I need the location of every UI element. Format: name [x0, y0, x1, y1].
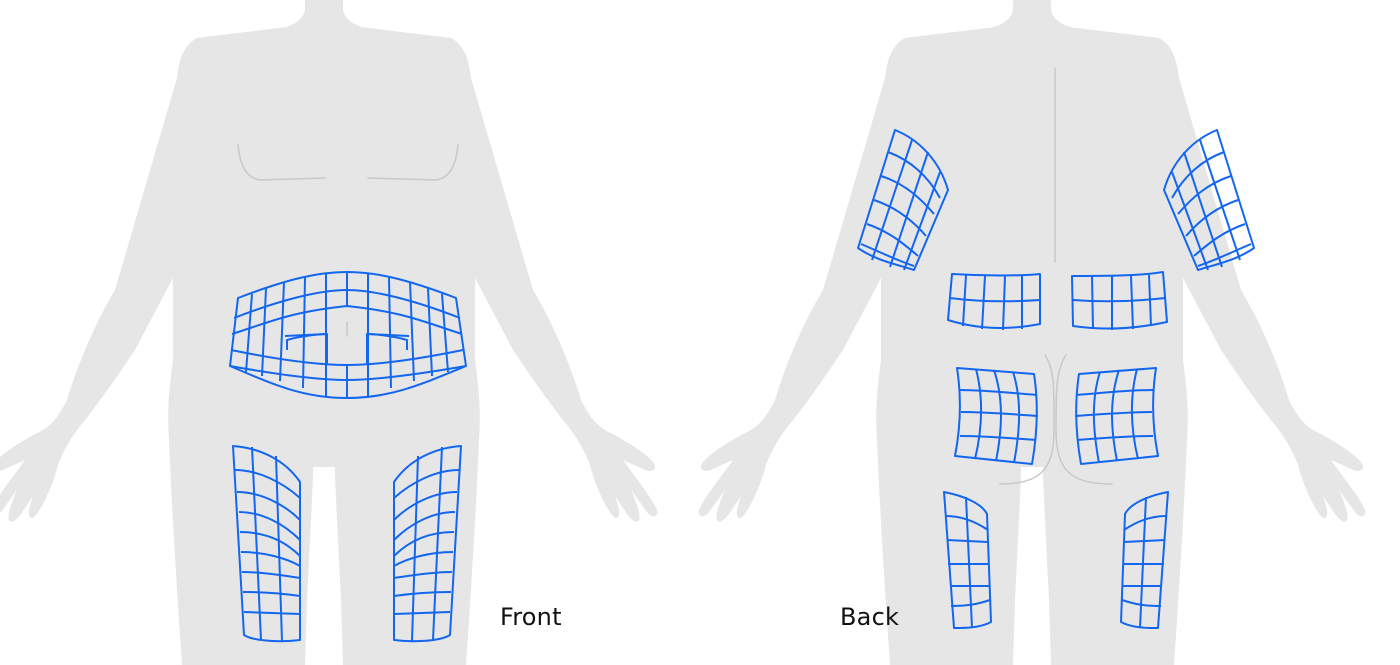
- left-thigh-back-zone[interactable]: [943, 491, 992, 629]
- right-lower-back-zone[interactable]: [1071, 271, 1168, 330]
- right-thigh-front-zone[interactable]: [232, 445, 301, 643]
- back-body-silhouette: [698, 0, 1366, 665]
- abdomen-zone[interactable]: [229, 271, 467, 399]
- back-view-label: Back: [840, 603, 900, 631]
- right-buttock-zone[interactable]: [1074, 367, 1159, 465]
- back-view: [698, 0, 1366, 665]
- front-view-label: Front: [500, 603, 562, 631]
- left-buttock-zone[interactable]: [954, 367, 1039, 465]
- left-thigh-front-zone[interactable]: [393, 445, 462, 643]
- gluteal-cleft-left: [999, 354, 1055, 485]
- front-body-silhouette: [0, 0, 658, 665]
- left-lower-back-zone[interactable]: [947, 273, 1041, 331]
- right-chest-line: [367, 144, 459, 181]
- left-upper-arm-zone[interactable]: [857, 129, 949, 271]
- front-view: [0, 0, 658, 665]
- right-thigh-back-zone[interactable]: [1120, 491, 1169, 629]
- right-upper-arm-zone[interactable]: [1163, 129, 1255, 271]
- gluteal-cleft-right: [1055, 354, 1113, 485]
- left-chest-line: [237, 144, 326, 181]
